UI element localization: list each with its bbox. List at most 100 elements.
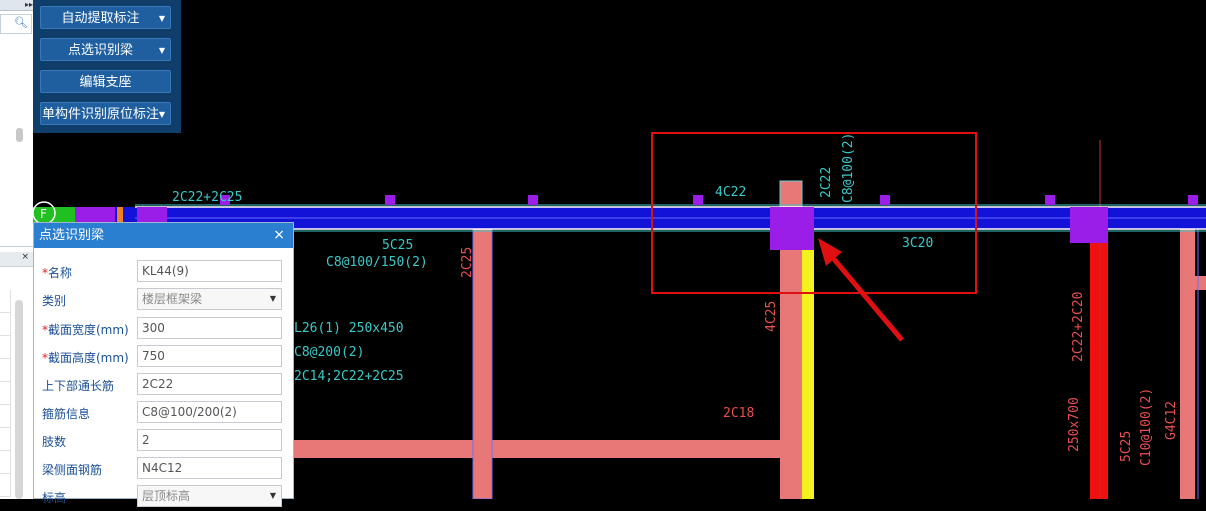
edit-support-button[interactable]: 编辑支座 [40,70,171,93]
pick-recognize-beam-button[interactable]: 点选识别梁 ▼ [40,38,171,61]
panel-vertical-scrollbar[interactable] [15,300,23,499]
field-label-text: 标高 [42,491,67,505]
close-icon[interactable]: × [273,227,285,243]
auto-extract-annotation-label: 自动提取标注 [61,11,140,26]
field-input[interactable]: C8@100/200(2) [137,401,282,423]
required-marker: * [42,351,48,365]
chevron-down-icon[interactable]: ▼ [158,46,165,55]
chevron-down-icon[interactable]: ▼ [269,491,276,500]
field-value: N4C12 [142,461,183,475]
panel-close-icon[interactable]: × [21,252,29,262]
label-right-2c22-2c20: 2C22+2C20 [1071,292,1086,362]
column-1 [473,228,492,499]
label-partial-2: C8@200(2) [294,345,364,360]
label-mid-2c18: 2C18 [723,406,754,421]
field-label: *名称 [42,264,72,281]
dialog-field-row: *名称 KL44(9) [34,258,294,286]
dialog-field-row: 梁侧面钢筋 N4C12 [34,455,294,483]
field-label: 上下部通长筋 [42,377,114,394]
dialog-field-row: *截面宽度(mm)300 [34,315,294,343]
label-span-left-bottom: 5C25 [382,238,413,253]
dialog-field-row: 肢数 2 [34,427,294,455]
field-input[interactable]: 750 [137,345,282,367]
left-panel: ▸▸ 🔍︎ × [0,0,33,499]
auto-extract-annotation-button[interactable]: 自动提取标注 ▼ [40,6,171,29]
label-vert-2c22: 2C22 [819,167,834,198]
dialog-field-row: 标高 层顶标高 ▼ [34,483,294,511]
field-label-text: 箍筋信息 [42,407,91,421]
field-label-text: 上下部通长筋 [42,379,115,393]
column-2-yellow [802,228,814,499]
label-right-250x700: 250x700 [1067,397,1082,452]
dialog-field-row: 箍筋信息 C8@100/200(2) [34,399,294,427]
required-marker: * [42,266,48,280]
field-label: 标高 [42,489,66,506]
field-input[interactable]: 300 [137,317,282,339]
dialog-field-row: 类别 楼层框架梁 ▼ [34,286,294,314]
pick-recognize-beam-label: 点选识别梁 [67,43,133,58]
panel-grid-rows [0,290,11,499]
grid-axis-label: F [40,207,47,221]
field-input[interactable]: 2C22 [137,373,282,395]
dialog-field-row: 上下部通长筋 2C22 [34,371,294,399]
field-input[interactable]: 2 [137,429,282,451]
field-label: 梁侧面钢筋 [42,461,102,478]
field-value: 2C22 [142,377,174,391]
dialog-title-bar[interactable]: 点选识别梁 × [34,223,293,248]
single-component-annotation-button[interactable]: 单构件识别原位标注 ▼ [40,102,171,125]
field-label: 箍筋信息 [42,405,90,422]
field-label-text: 肢数 [42,435,67,449]
label-right-c10: C10@100(2) [1139,388,1154,466]
panel-collapse-button[interactable]: ▸▸ [0,0,33,11]
label-col2-4c25: 4C25 [764,301,779,332]
edit-support-label: 编辑支座 [79,75,132,90]
panel-scrollbar-thumb[interactable] [16,128,23,142]
chevron-down-icon[interactable]: ▼ [269,294,276,303]
field-value: 2 [142,433,150,447]
label-bottom-3c20: 3C20 [902,236,933,251]
lower-beam [294,440,784,458]
label-top-4c22: 4C22 [715,185,746,200]
label-top-beam: 2C22+2C25 [172,190,242,205]
pointer-arrow [818,238,904,342]
field-value: KL44(9) [142,264,189,278]
required-marker: * [42,323,48,337]
field-input[interactable]: N4C12 [137,457,282,479]
field-input[interactable]: KL44(9) [137,260,282,282]
label-right-g4c12: G4C12 [1164,401,1179,440]
right-red-column [1090,228,1108,499]
column-2 [780,228,802,499]
field-label-text: 梁侧面钢筋 [42,463,103,477]
search-icon[interactable]: 🔍︎ [14,16,28,29]
right-column [1180,228,1195,499]
field-select[interactable]: 层顶标高 ▼ [137,485,282,507]
field-label: *截面高度(mm) [42,349,129,366]
field-value: 楼层框架梁 [142,292,203,306]
chevron-down-icon[interactable]: ▼ [158,14,165,23]
dialog-field-row: *截面高度(mm) 750 [34,343,294,371]
field-label-text: 名称 [48,266,73,280]
label-col1-side: 2C25 [460,247,475,278]
panel-divider [0,246,33,247]
field-label-text: 截面高度(mm) [48,351,129,365]
field-value: 层顶标高 [142,489,191,503]
chevron-down-icon[interactable]: ▼ [158,110,165,119]
label-partial-1: L26(1) 250x450 [294,321,404,336]
panel-search-field[interactable]: 🔍︎ [0,14,32,34]
beam-recognition-toolbar: 自动提取标注 ▼ 点选识别梁 ▼ 编辑支座 单构件识别原位标注 ▼ [33,0,181,133]
field-select[interactable]: 楼层框架梁 ▼ [137,288,282,310]
field-value: 300 [142,321,165,335]
field-value: C8@100/200(2) [142,405,237,419]
label-vert-stirrup: C8@100(2) [841,133,856,203]
single-component-annotation-label: 单构件识别原位标注 [41,107,159,122]
support-block-1 [770,207,814,250]
support-block-2 [1070,207,1108,243]
field-label: 肢数 [42,433,66,450]
field-value: 750 [142,349,165,363]
beam-orange-mark [117,207,123,229]
panel-property-header: × [0,252,33,267]
purple-markers [220,195,1198,205]
dialog-title: 点选识别梁 [39,228,105,243]
field-label: 类别 [42,292,66,309]
